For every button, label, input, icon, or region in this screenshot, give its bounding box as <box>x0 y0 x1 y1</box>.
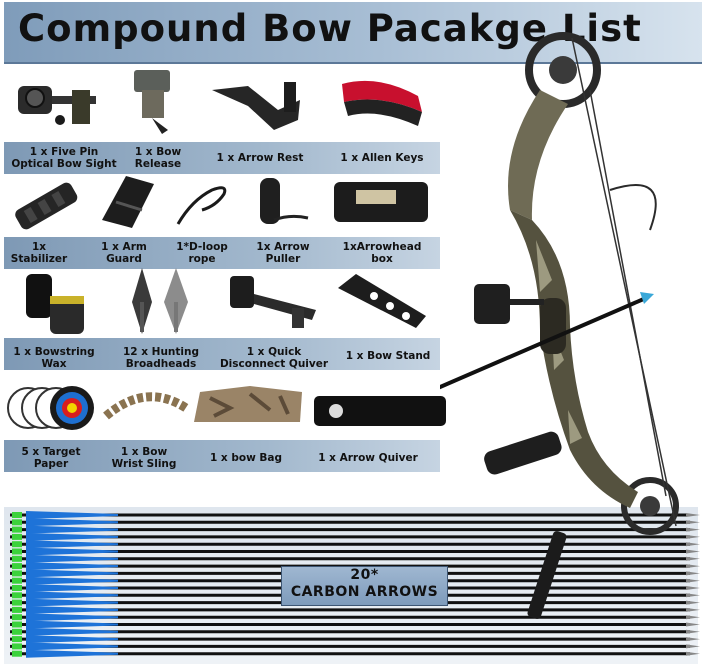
bow-bag-label: 1 x bow Bag <box>209 452 283 464</box>
allen-keys-label: 1 x Allen Keys <box>340 152 424 164</box>
bow-stand-label: 1 x Bow Stand <box>345 350 431 362</box>
carbon-arrow <box>10 642 700 651</box>
wrist-sling-icon <box>102 386 190 430</box>
quick-quiver-label: 1 x Quick Disconnect Quiver <box>219 346 329 370</box>
bowstring-wax-label: 1 x Bowstring Wax <box>13 346 95 370</box>
d-loop-rope-label: 1*D-loop rope <box>176 241 228 265</box>
arrow-quiver-label: 1 x Arrow Quiver <box>318 452 418 464</box>
arrow-quiver-icon <box>312 392 450 434</box>
carbon-arrow <box>10 525 700 534</box>
row-1-label-bar <box>4 142 440 174</box>
arm-guard-label: 1 x Arm Guard <box>101 241 147 265</box>
arrowhead-box-icon <box>330 180 434 230</box>
bow-sight-label: 1 x Five Pin Optical Bow Sight <box>11 146 117 170</box>
carbon-arrow <box>10 627 700 636</box>
stabilizer-icon <box>8 176 88 238</box>
broadheads-label: 12 x Hunting Broadheads <box>122 346 200 370</box>
arrow-puller-icon <box>250 174 314 236</box>
carbon-arrow <box>10 518 700 527</box>
row-3-label-bar <box>4 338 440 370</box>
compound-bow-image <box>440 32 679 619</box>
carbon-arrow <box>10 649 700 658</box>
quick-quiver-icon <box>226 270 326 336</box>
bowstring-wax-icon <box>20 268 90 342</box>
carbon-arrow <box>10 635 700 644</box>
bow-release-label: 1 x Bow Release <box>134 146 182 170</box>
arrow-rest-icon <box>208 80 308 139</box>
carbon-arrow <box>10 511 700 519</box>
arrow-rest-label: 1 x Arrow Rest <box>216 152 304 164</box>
broadheads-icon <box>122 266 202 342</box>
arrows-count-label: 20* <box>350 567 379 583</box>
arrowhead-box-label: 1xArrowhead box <box>342 241 422 265</box>
stabilizer-label: 1x Stabilizer <box>10 241 68 265</box>
row-4-label-bar <box>4 440 440 472</box>
bow-bag-icon <box>190 378 306 436</box>
arrow-puller-label: 1x Arrow Puller <box>256 241 310 265</box>
allen-keys-icon <box>338 74 428 138</box>
arrows-name-label: CARBON ARROWS <box>290 584 439 600</box>
carbon-arrow <box>10 605 700 614</box>
bow-release-icon <box>128 68 178 142</box>
carbon-arrow <box>10 532 700 541</box>
bow-stand-icon <box>334 270 430 336</box>
carbon-arrow <box>10 547 700 556</box>
arm-guard-icon <box>96 172 160 236</box>
target-paper-icon <box>6 380 98 442</box>
carbon-arrow <box>10 540 700 549</box>
carbon-arrow <box>10 613 700 622</box>
carbon-arrow <box>10 554 700 563</box>
wrist-sling-label: 1 x Bow Wrist Sling <box>111 446 177 470</box>
arrows-label-box: 20* CARBON ARROWS <box>281 566 448 606</box>
carbon-arrow <box>10 620 700 629</box>
bow-sight-icon <box>10 68 110 142</box>
target-paper-label: 5 x Target Paper <box>21 446 81 470</box>
row-2-label-bar <box>4 237 440 269</box>
d-loop-rope-icon <box>172 180 234 234</box>
